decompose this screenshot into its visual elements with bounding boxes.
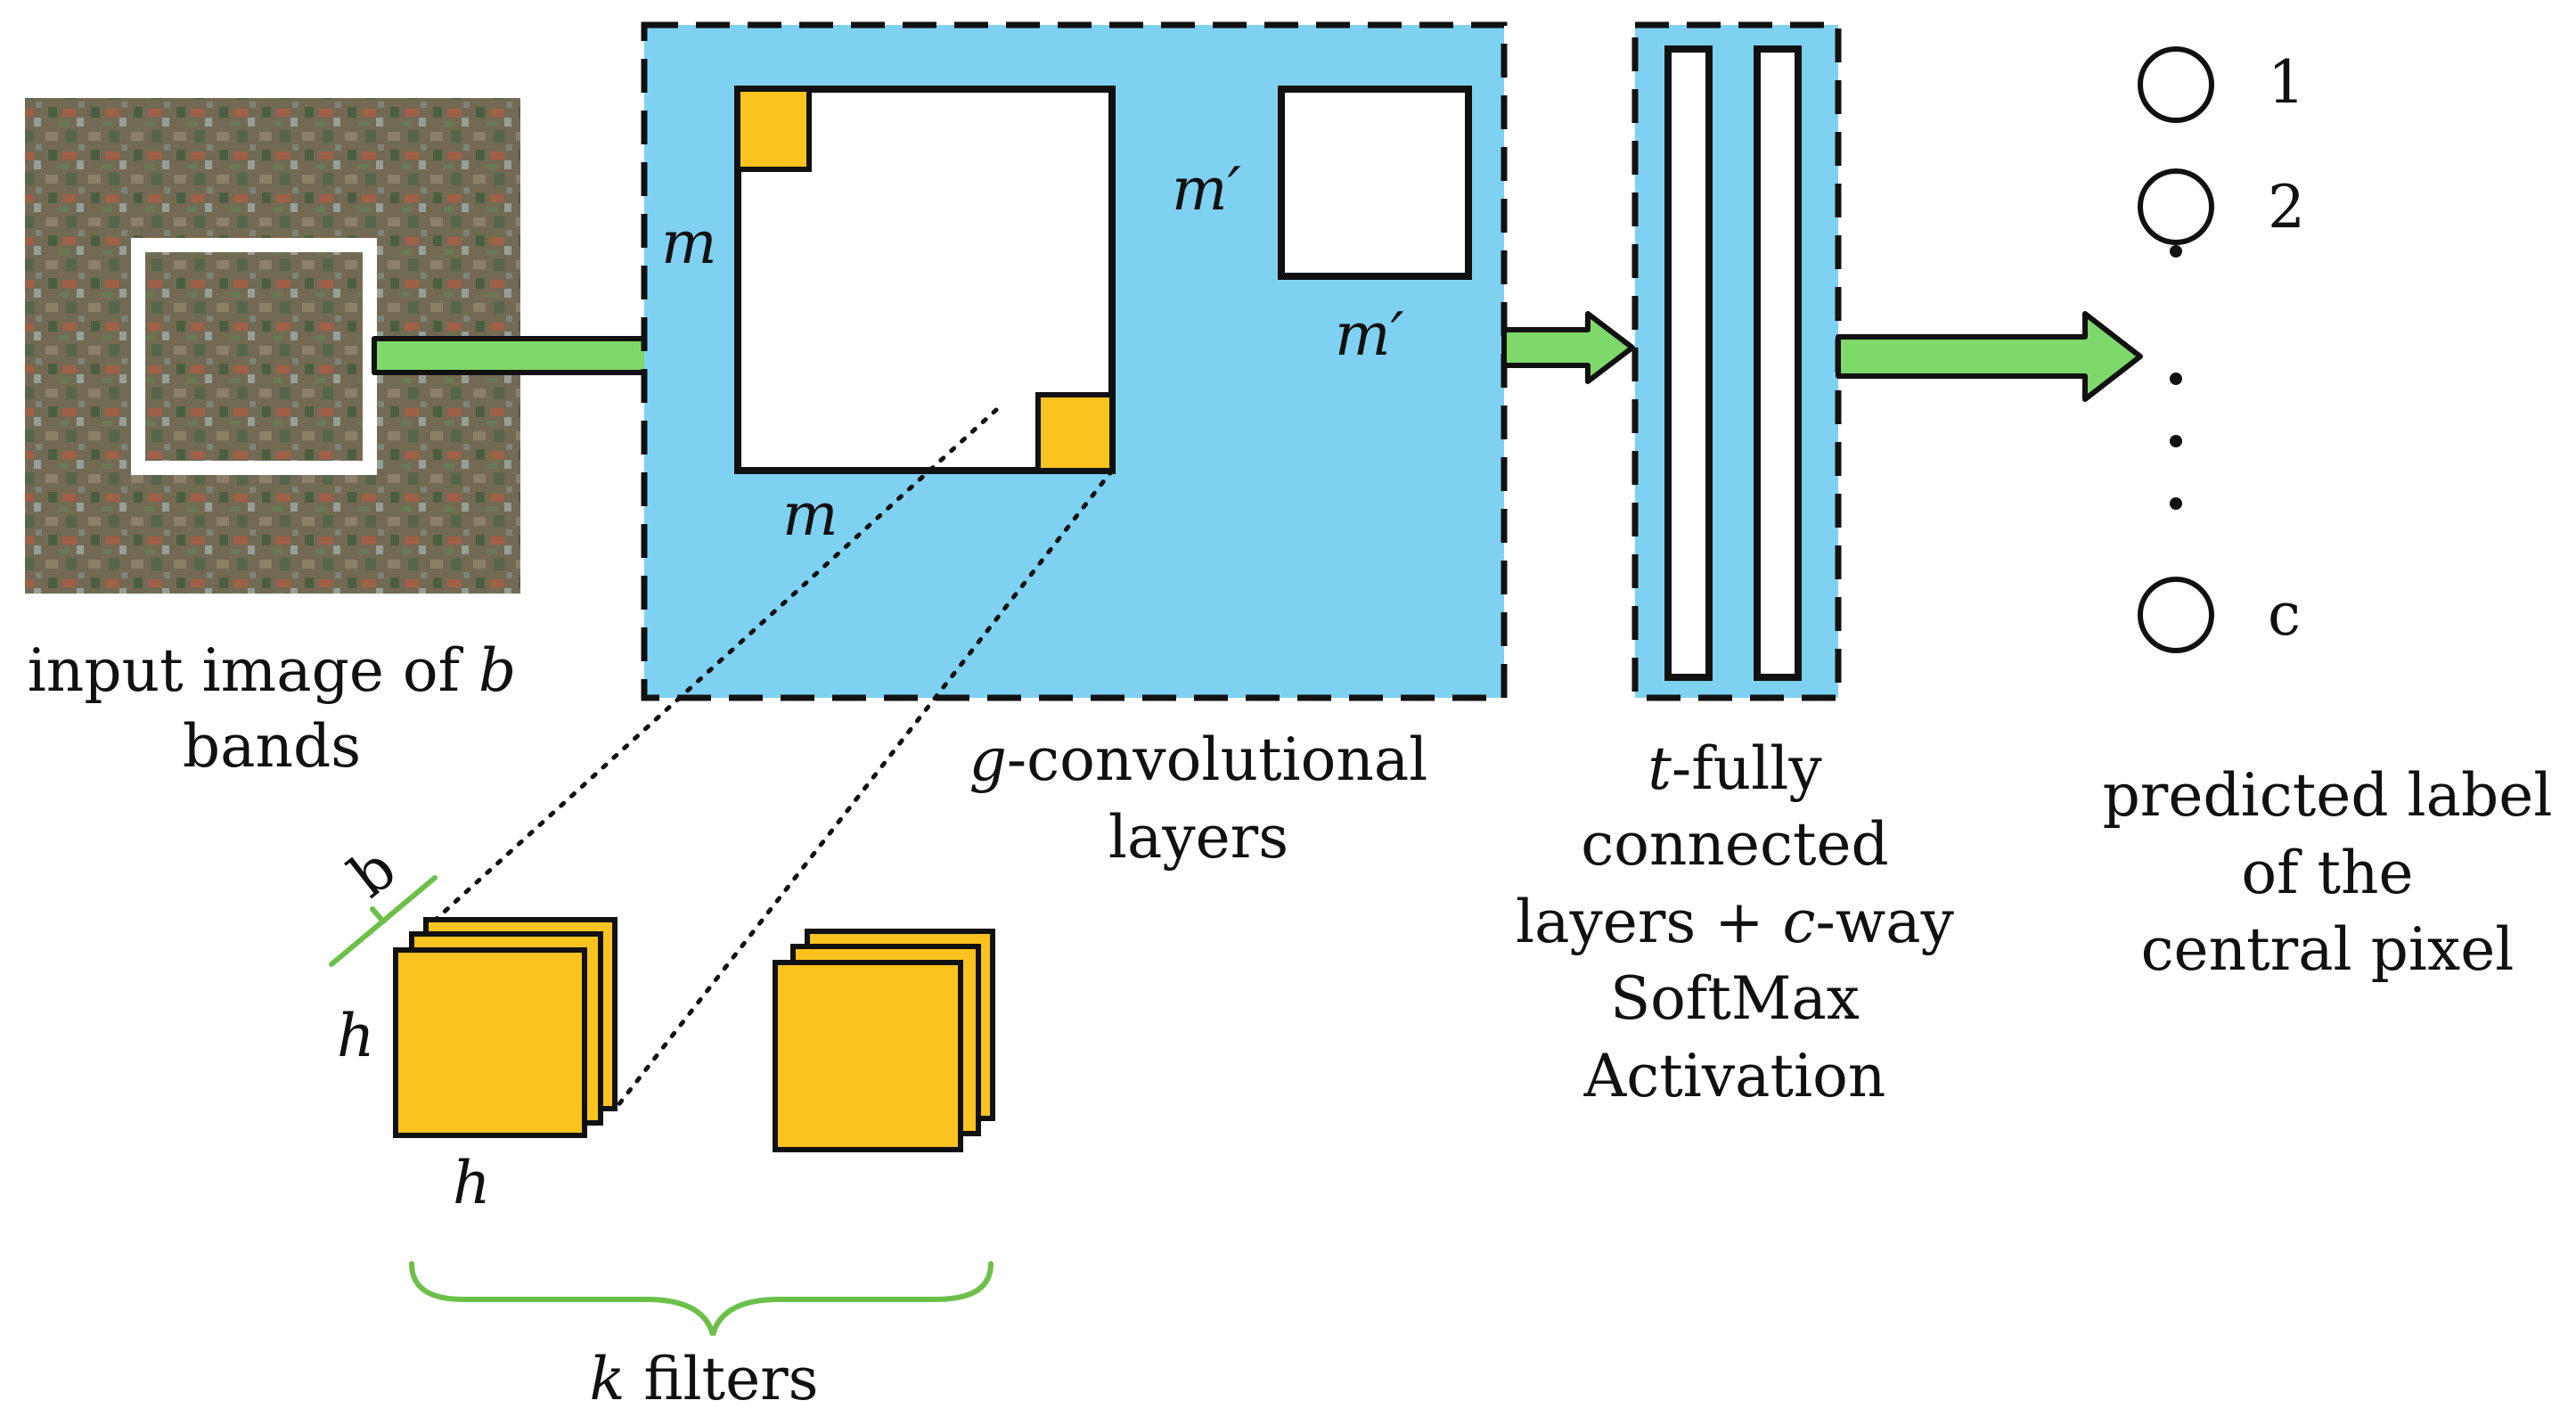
input-patch-window [131, 238, 377, 475]
output-node-label-2: 2 [2268, 173, 2305, 242]
fc-caption-line2: connected [1581, 810, 1889, 879]
fc-layer-1 [1664, 45, 1713, 681]
output-node-c [2138, 577, 2214, 653]
input-caption: input image of b [28, 636, 517, 705]
kernel-top-left [735, 86, 812, 172]
output-node-label-1: 1 [2268, 48, 2305, 117]
output-caption-line2: of the [2241, 839, 2413, 907]
filter-height-label: h [337, 1002, 375, 1070]
m-label-bottom: m [782, 480, 838, 549]
projection-line-2 [612, 468, 1115, 1112]
arrow-fc-to-output [1836, 311, 2143, 402]
fc-caption: t-fully [1648, 734, 1822, 803]
output-node-label-c: c [2268, 580, 2301, 649]
kernel-bottom-right [1035, 392, 1115, 473]
fc-layer-2 [1754, 45, 1802, 681]
fc-caption-line4: SoftMax [1610, 964, 1860, 1033]
filter-depth-label: b [337, 833, 409, 911]
fc-caption-line5: Activation [1583, 1042, 1886, 1110]
filter-stack-2 [773, 929, 995, 1152]
output-caption-line3: central pixel [2141, 915, 2515, 984]
arrow-conv-to-fc [1501, 311, 1635, 384]
input-caption-line2: bands [183, 712, 361, 781]
filters-brace [409, 1261, 994, 1336]
feature-map-small [1278, 86, 1472, 280]
output-node-2 [2138, 168, 2214, 245]
projection-line-1 [425, 407, 999, 930]
filters-caption: k filters [589, 1345, 818, 1413]
filter-stack-1 [393, 917, 617, 1138]
depth-brace-tick [370, 906, 386, 924]
fc-caption-line3: layers + c-way [1516, 888, 1955, 956]
output-node-1 [2138, 46, 2214, 123]
m-prime-label-left: m′ [1172, 155, 1241, 224]
output-ellipsis [2170, 245, 2182, 510]
conv-caption-line2: layers [1108, 803, 1288, 872]
m-prime-label-bottom: m′ [1335, 300, 1404, 369]
m-label-left: m [661, 209, 717, 277]
output-caption: predicted label [2103, 761, 2553, 830]
filter-width-label: h [453, 1149, 491, 1217]
conv-caption: g-convolutional [969, 725, 1428, 794]
